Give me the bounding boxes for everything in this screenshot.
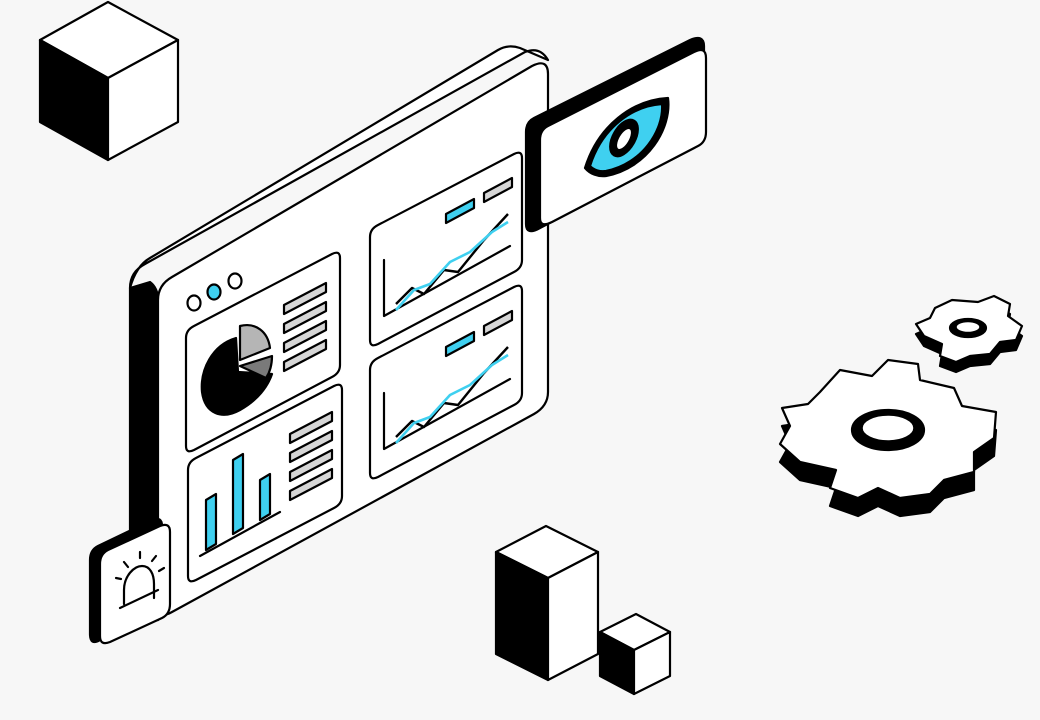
window-dot-2 (206, 283, 222, 301)
line-series-accent-2 (395, 353, 509, 444)
line-chart-panel-2 (368, 284, 524, 480)
bar-chart-panel (186, 383, 344, 583)
line-series-accent-1 (395, 220, 509, 311)
dashboard-window (128, 45, 550, 622)
bar-chart-bars (204, 452, 272, 552)
bar-blocks-icon (494, 524, 672, 696)
pie-legend-bars (282, 281, 328, 373)
eye-icon (583, 96, 670, 178)
pie-chart-icon (200, 324, 274, 416)
eye-panel (524, 36, 708, 233)
bar-legend-bars (288, 410, 334, 502)
alarm-light-icon (114, 550, 166, 610)
pie-chart-panel (184, 251, 342, 453)
window-dot-3 (227, 272, 243, 290)
cube-icon (38, 0, 180, 162)
line-chart-panel-1 (368, 151, 524, 347)
gear-icon (778, 358, 998, 518)
window-dot-1 (186, 294, 202, 312)
alarm-panel (88, 517, 172, 645)
window-controls (186, 272, 243, 312)
gear-icon (914, 294, 1024, 374)
